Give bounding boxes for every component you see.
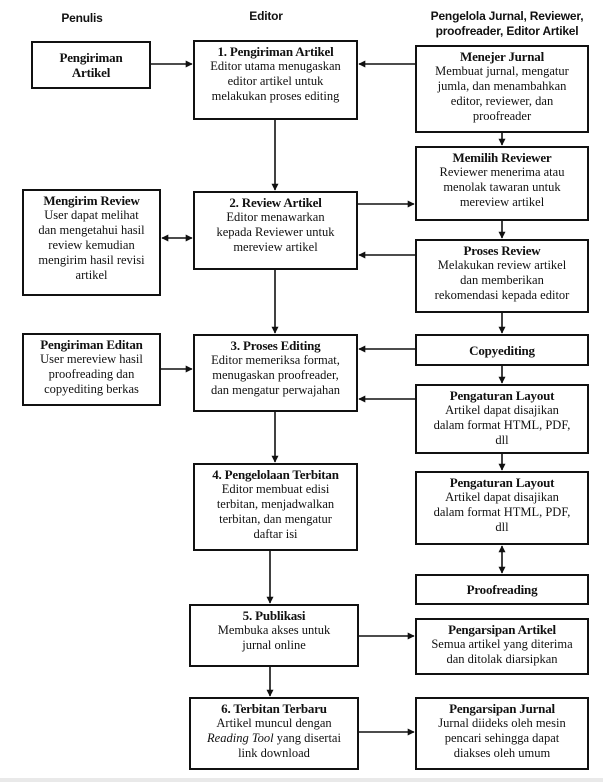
box-step1-title: 1. Pengiriman Artikel xyxy=(217,44,334,59)
box-pengaturan-layout-2-desc-3: dll xyxy=(495,520,509,534)
box-step6-desc-3: link download xyxy=(238,746,310,760)
box-pengarsipan-artikel: Pengarsipan Artikel Semua artikel yang d… xyxy=(415,618,589,675)
box-pengarsipan-artikel-desc-2: dan ditolak diarsipkan xyxy=(446,652,558,666)
box-pengiriman-editan-desc-2: proofreading dan xyxy=(48,367,135,381)
box-pengaturan-layout-1: Pengaturan Layout Artikel dapat disajika… xyxy=(415,384,589,454)
box-pengiriman-editan: Pengiriman Editan User mereview hasil pr… xyxy=(22,333,161,406)
header-editor: Editor xyxy=(236,9,296,24)
box-pengarsipan-artikel-title: Pengarsipan Artikel xyxy=(448,622,556,637)
box-proofreading: Proofreading xyxy=(415,574,589,605)
box-step2-desc-1: Editor menawarkan xyxy=(226,210,325,224)
box-menejer-jurnal-desc-3: editor, reviewer, dan xyxy=(450,94,554,108)
box-pengarsipan-jurnal: Pengarsipan Jurnal Jurnal diideks oleh m… xyxy=(415,697,589,770)
box-step4-desc-3: terbitan, dan mengatur xyxy=(219,512,332,526)
box-memilih-reviewer-desc-3: mereview artikel xyxy=(459,195,545,209)
box-memilih-reviewer-title: Memilih Reviewer xyxy=(452,150,552,165)
box-pengarsipan-jurnal-desc-3: diakses oleh umum xyxy=(453,746,551,760)
box-pengarsipan-jurnal-desc-1: Jurnal diideks oleh mesin xyxy=(438,716,566,730)
box-step6-terbitan-terbaru: 6. Terbitan Terbaru Artikel muncul denga… xyxy=(189,697,359,770)
header-penulis-text: Penulis xyxy=(61,11,103,25)
box-mengirim-review-desc-1: User dapat melihat xyxy=(44,208,139,222)
box-pengiriman-artikel: Pengiriman Artikel xyxy=(31,41,151,89)
box-step3-title: 3. Proses Editing xyxy=(230,338,321,353)
box-memilih-reviewer: Memilih Reviewer Reviewer menerima atau … xyxy=(415,146,589,221)
box-step2-desc-2: kepada Reviewer untuk xyxy=(216,225,335,239)
box-proses-review: Proses Review Melakukan review artikel d… xyxy=(415,239,589,313)
box-step4-title: 4. Pengelolaan Terbitan xyxy=(212,467,339,482)
box-menejer-jurnal-title: Menejer Jurnal xyxy=(460,49,544,64)
box-step6-desc-2-rest: yang disertai xyxy=(273,731,341,745)
box-mengirim-review-desc-2: dan mengetahui hasil xyxy=(38,223,145,237)
box-pengaturan-layout-2-title: Pengaturan Layout xyxy=(449,475,555,490)
box-step1-desc-3: melakukan proses editing xyxy=(211,89,340,103)
box-step2-review-artikel: 2. Review Artikel Editor menawarkan kepa… xyxy=(193,191,358,270)
box-pengarsipan-jurnal-desc-2: pencari sehingga dapat xyxy=(444,731,560,745)
box-pengaturan-layout-1-desc-1: Artikel dapat disajikan xyxy=(445,403,559,417)
box-pengarsipan-jurnal-title: Pengarsipan Jurnal xyxy=(449,701,555,716)
box-menejer-jurnal-desc-4: proofreader xyxy=(472,109,532,123)
box-step4-desc-4: daftar isi xyxy=(253,527,298,541)
box-pengiriman-editan-desc-3: copyediting berkas xyxy=(44,382,139,396)
box-proofreading-title: Proofreading xyxy=(466,582,538,597)
header-pengelola: Pengelola Jurnal, Reviewer, proofreader,… xyxy=(414,9,600,39)
box-copyediting: Copyediting xyxy=(415,334,589,366)
box-pengiriman-artikel-title-2: Artikel xyxy=(71,65,111,80)
box-pengiriman-editan-title: Pengiriman Editan xyxy=(40,337,143,352)
box-step2-title: 2. Review Artikel xyxy=(229,195,322,210)
box-step5-title: 5. Publikasi xyxy=(242,608,306,623)
box-menejer-jurnal-desc-1: Membuat jurnal, mengatur xyxy=(435,64,569,78)
header-pengelola-line1: Pengelola Jurnal, Reviewer, xyxy=(430,9,584,23)
box-pengaturan-layout-2-desc-2: dalam format HTML, PDF, xyxy=(433,505,571,519)
box-proses-review-title: Proses Review xyxy=(463,243,541,258)
box-memilih-reviewer-desc-2: menolak tawaran untuk xyxy=(443,180,561,194)
box-step6-reading-tool: Reading Tool xyxy=(207,731,274,745)
box-menejer-jurnal-desc-2: jumla, dan menambahkan xyxy=(437,79,567,93)
box-step4-pengelolaan-terbitan: 4. Pengelolaan Terbitan Editor membuat e… xyxy=(193,463,358,551)
box-mengirim-review-desc-5: artikel xyxy=(75,268,108,282)
box-step6-desc-2: Reading Tool yang disertai xyxy=(195,731,353,746)
box-copyediting-title: Copyediting xyxy=(469,342,535,358)
box-pengaturan-layout-1-desc-2: dalam format HTML, PDF, xyxy=(433,418,571,432)
box-step3-desc-2: menugaskan proofreader, xyxy=(212,368,339,382)
box-step4-desc-1: Editor membuat edisi xyxy=(221,482,330,496)
box-mengirim-review-desc-3: review kemudian xyxy=(48,238,135,252)
box-proses-review-desc-2: dan memberikan xyxy=(460,273,544,287)
box-pengaturan-layout-1-title: Pengaturan Layout xyxy=(449,388,555,403)
box-pengaturan-layout-2-desc-1: Artikel dapat disajikan xyxy=(445,490,559,504)
box-menejer-jurnal: Menejer Jurnal Membuat jurnal, mengatur … xyxy=(415,45,589,133)
header-editor-text: Editor xyxy=(249,9,283,23)
box-step3-proses-editing: 3. Proses Editing Editor memeriksa forma… xyxy=(193,334,358,412)
box-step3-desc-1: Editor memeriksa format, xyxy=(211,353,340,367)
box-proses-review-desc-3: rekomendasi kepada editor xyxy=(434,288,570,302)
box-pengarsipan-artikel-desc-1: Semua artikel yang diterima xyxy=(431,637,573,651)
box-step1-desc-2: editor artikel untuk xyxy=(227,74,324,88)
box-step5-desc-1: Membuka akses untuk xyxy=(217,623,331,637)
box-step5-desc-2: jurnal online xyxy=(242,638,306,652)
box-proses-review-desc-1: Melakukan review artikel xyxy=(437,258,567,272)
header-pengelola-line2: proofreader, Editor Artikel xyxy=(435,24,579,38)
box-pengaturan-layout-1-desc-3: dll xyxy=(495,433,509,447)
box-memilih-reviewer-desc-1: Reviewer menerima atau xyxy=(439,165,565,179)
box-pengiriman-artikel-title-1: Pengiriman xyxy=(59,50,123,65)
header-penulis: Penulis xyxy=(52,11,112,26)
box-pengaturan-layout-2: Pengaturan Layout Artikel dapat disajika… xyxy=(415,471,589,545)
box-step5-publikasi: 5. Publikasi Membuka akses untuk jurnal … xyxy=(189,604,359,667)
box-pengiriman-editan-desc-1: User mereview hasil xyxy=(40,352,143,366)
box-mengirim-review: Mengirim Review User dapat melihat dan m… xyxy=(22,189,161,296)
box-step1-desc-1: Editor utama menugaskan xyxy=(210,59,341,73)
box-step6-title: 6. Terbitan Terbaru xyxy=(221,701,327,716)
box-step1-pengiriman-artikel: 1. Pengiriman Artikel Editor utama menug… xyxy=(193,40,358,120)
page-bottom-strip xyxy=(0,778,603,782)
box-step6-desc-1: Artikel muncul dengan xyxy=(216,716,332,730)
box-step3-desc-3: dan mengatur perwajahan xyxy=(210,383,341,397)
box-step2-desc-3: mereview artikel xyxy=(233,240,318,254)
box-mengirim-review-title: Mengirim Review xyxy=(43,193,140,208)
box-mengirim-review-desc-4: mengirim hasil revisi xyxy=(38,253,145,267)
box-step4-desc-2: terbitan, menjadwalkan xyxy=(216,497,335,511)
